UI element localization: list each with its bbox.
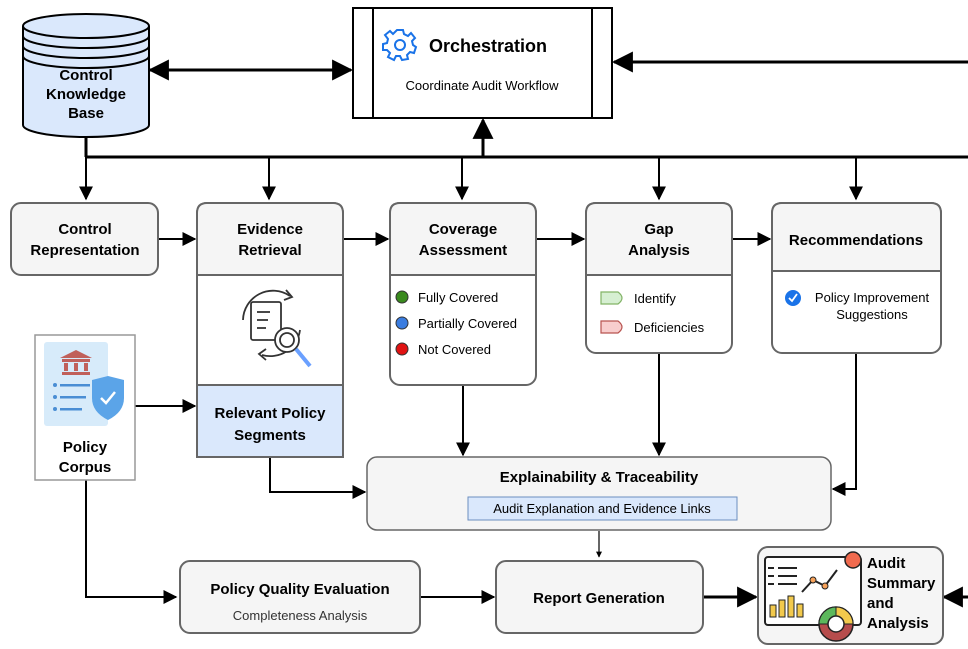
audit-summary-line4: Analysis	[867, 615, 929, 632]
gap-title-line2: Analysis	[628, 242, 690, 259]
coverage-title-line2: Assessment	[419, 242, 507, 259]
identify-label: Identify	[634, 291, 676, 306]
segments-line2: Segments	[234, 427, 306, 444]
audit-summary-box: Audit Summary and Analysis	[757, 546, 944, 645]
not-covered-dot	[395, 342, 409, 356]
segments-to-explain-arrow	[269, 458, 367, 499]
orchestration-title: Orchestration	[429, 36, 547, 56]
recommendations-title: Recommendations	[789, 232, 923, 249]
policy-quality-title: Policy Quality Evaluation	[210, 581, 389, 598]
policy-quality-box: Policy Quality Evaluation Completeness A…	[179, 560, 421, 634]
coverage-assessment-box: Coverage Assessment Fully Covered Partia…	[389, 202, 537, 386]
policy-document-icon	[44, 342, 124, 426]
control-representation-box: Control Representation	[10, 202, 159, 276]
not-covered-label: Not Covered	[418, 342, 491, 357]
deficiencies-label: Deficiencies	[634, 320, 705, 335]
fully-covered-label: Fully Covered	[418, 290, 498, 305]
explainability-box: Explainability & Traceability Audit Expl…	[366, 456, 832, 531]
policy-corpus-box: Policy Corpus	[34, 334, 136, 481]
evidence-retrieval-box: Evidence Retrieval Relevant Policy Segme…	[196, 202, 344, 458]
explainability-title: Explainability & Traceability	[500, 469, 699, 486]
kb-label-line2: Knowledge	[46, 86, 126, 103]
audit-summary-line1: Audit	[867, 555, 905, 572]
knowledge-base-cylinder: Control Knowledge Base	[22, 13, 150, 138]
fully-covered-dot	[395, 290, 409, 304]
recommendations-box: Recommendations Policy Improvement Sugge…	[771, 202, 942, 354]
control-rep-line2: Representation	[30, 242, 139, 259]
coverage-title-line1: Coverage	[429, 221, 497, 238]
corpus-to-quality-arrow	[85, 480, 178, 604]
connectors	[79, 51, 968, 608]
orchestration-box: Orchestration Coordinate Audit Workflow	[352, 7, 613, 119]
gap-analysis-box: Gap Analysis Identify Deficiencies	[585, 202, 733, 354]
check-circle-icon	[785, 290, 801, 306]
deficiencies-tag	[600, 320, 623, 334]
identify-tag	[600, 291, 623, 305]
evidence-title-line2: Retrieval	[238, 242, 301, 259]
document-search-icon	[242, 289, 312, 368]
corpus-line2: Corpus	[59, 459, 112, 476]
recommendation-item-line1: Policy Improvement	[815, 290, 930, 305]
explainability-sub: Audit Explanation and Evidence Links	[493, 501, 711, 516]
gear-icon	[382, 29, 418, 62]
segments-line1: Relevant Policy	[215, 405, 327, 422]
orchestration-subtitle: Coordinate Audit Workflow	[406, 78, 560, 93]
policy-quality-sub: Completeness Analysis	[233, 608, 368, 623]
recommendation-item-line2: Suggestions	[836, 307, 908, 322]
partially-covered-label: Partially Covered	[418, 316, 517, 331]
dashboard-analytics-icon	[764, 551, 862, 642]
audit-summary-line3: and	[867, 595, 894, 612]
corpus-line1: Policy	[63, 439, 108, 456]
control-rep-line1: Control	[58, 221, 111, 238]
audit-summary-line2: Summary	[867, 575, 936, 592]
evidence-title-line1: Evidence	[237, 221, 303, 238]
recommendations-to-explain-arrow	[831, 354, 857, 496]
kb-label-line1: Control	[59, 67, 112, 84]
gap-title-line1: Gap	[644, 221, 673, 238]
partially-covered-dot	[395, 316, 409, 330]
kb-label-line3: Base	[68, 105, 104, 122]
report-generation-box: Report Generation	[495, 560, 704, 634]
report-title: Report Generation	[533, 590, 665, 607]
